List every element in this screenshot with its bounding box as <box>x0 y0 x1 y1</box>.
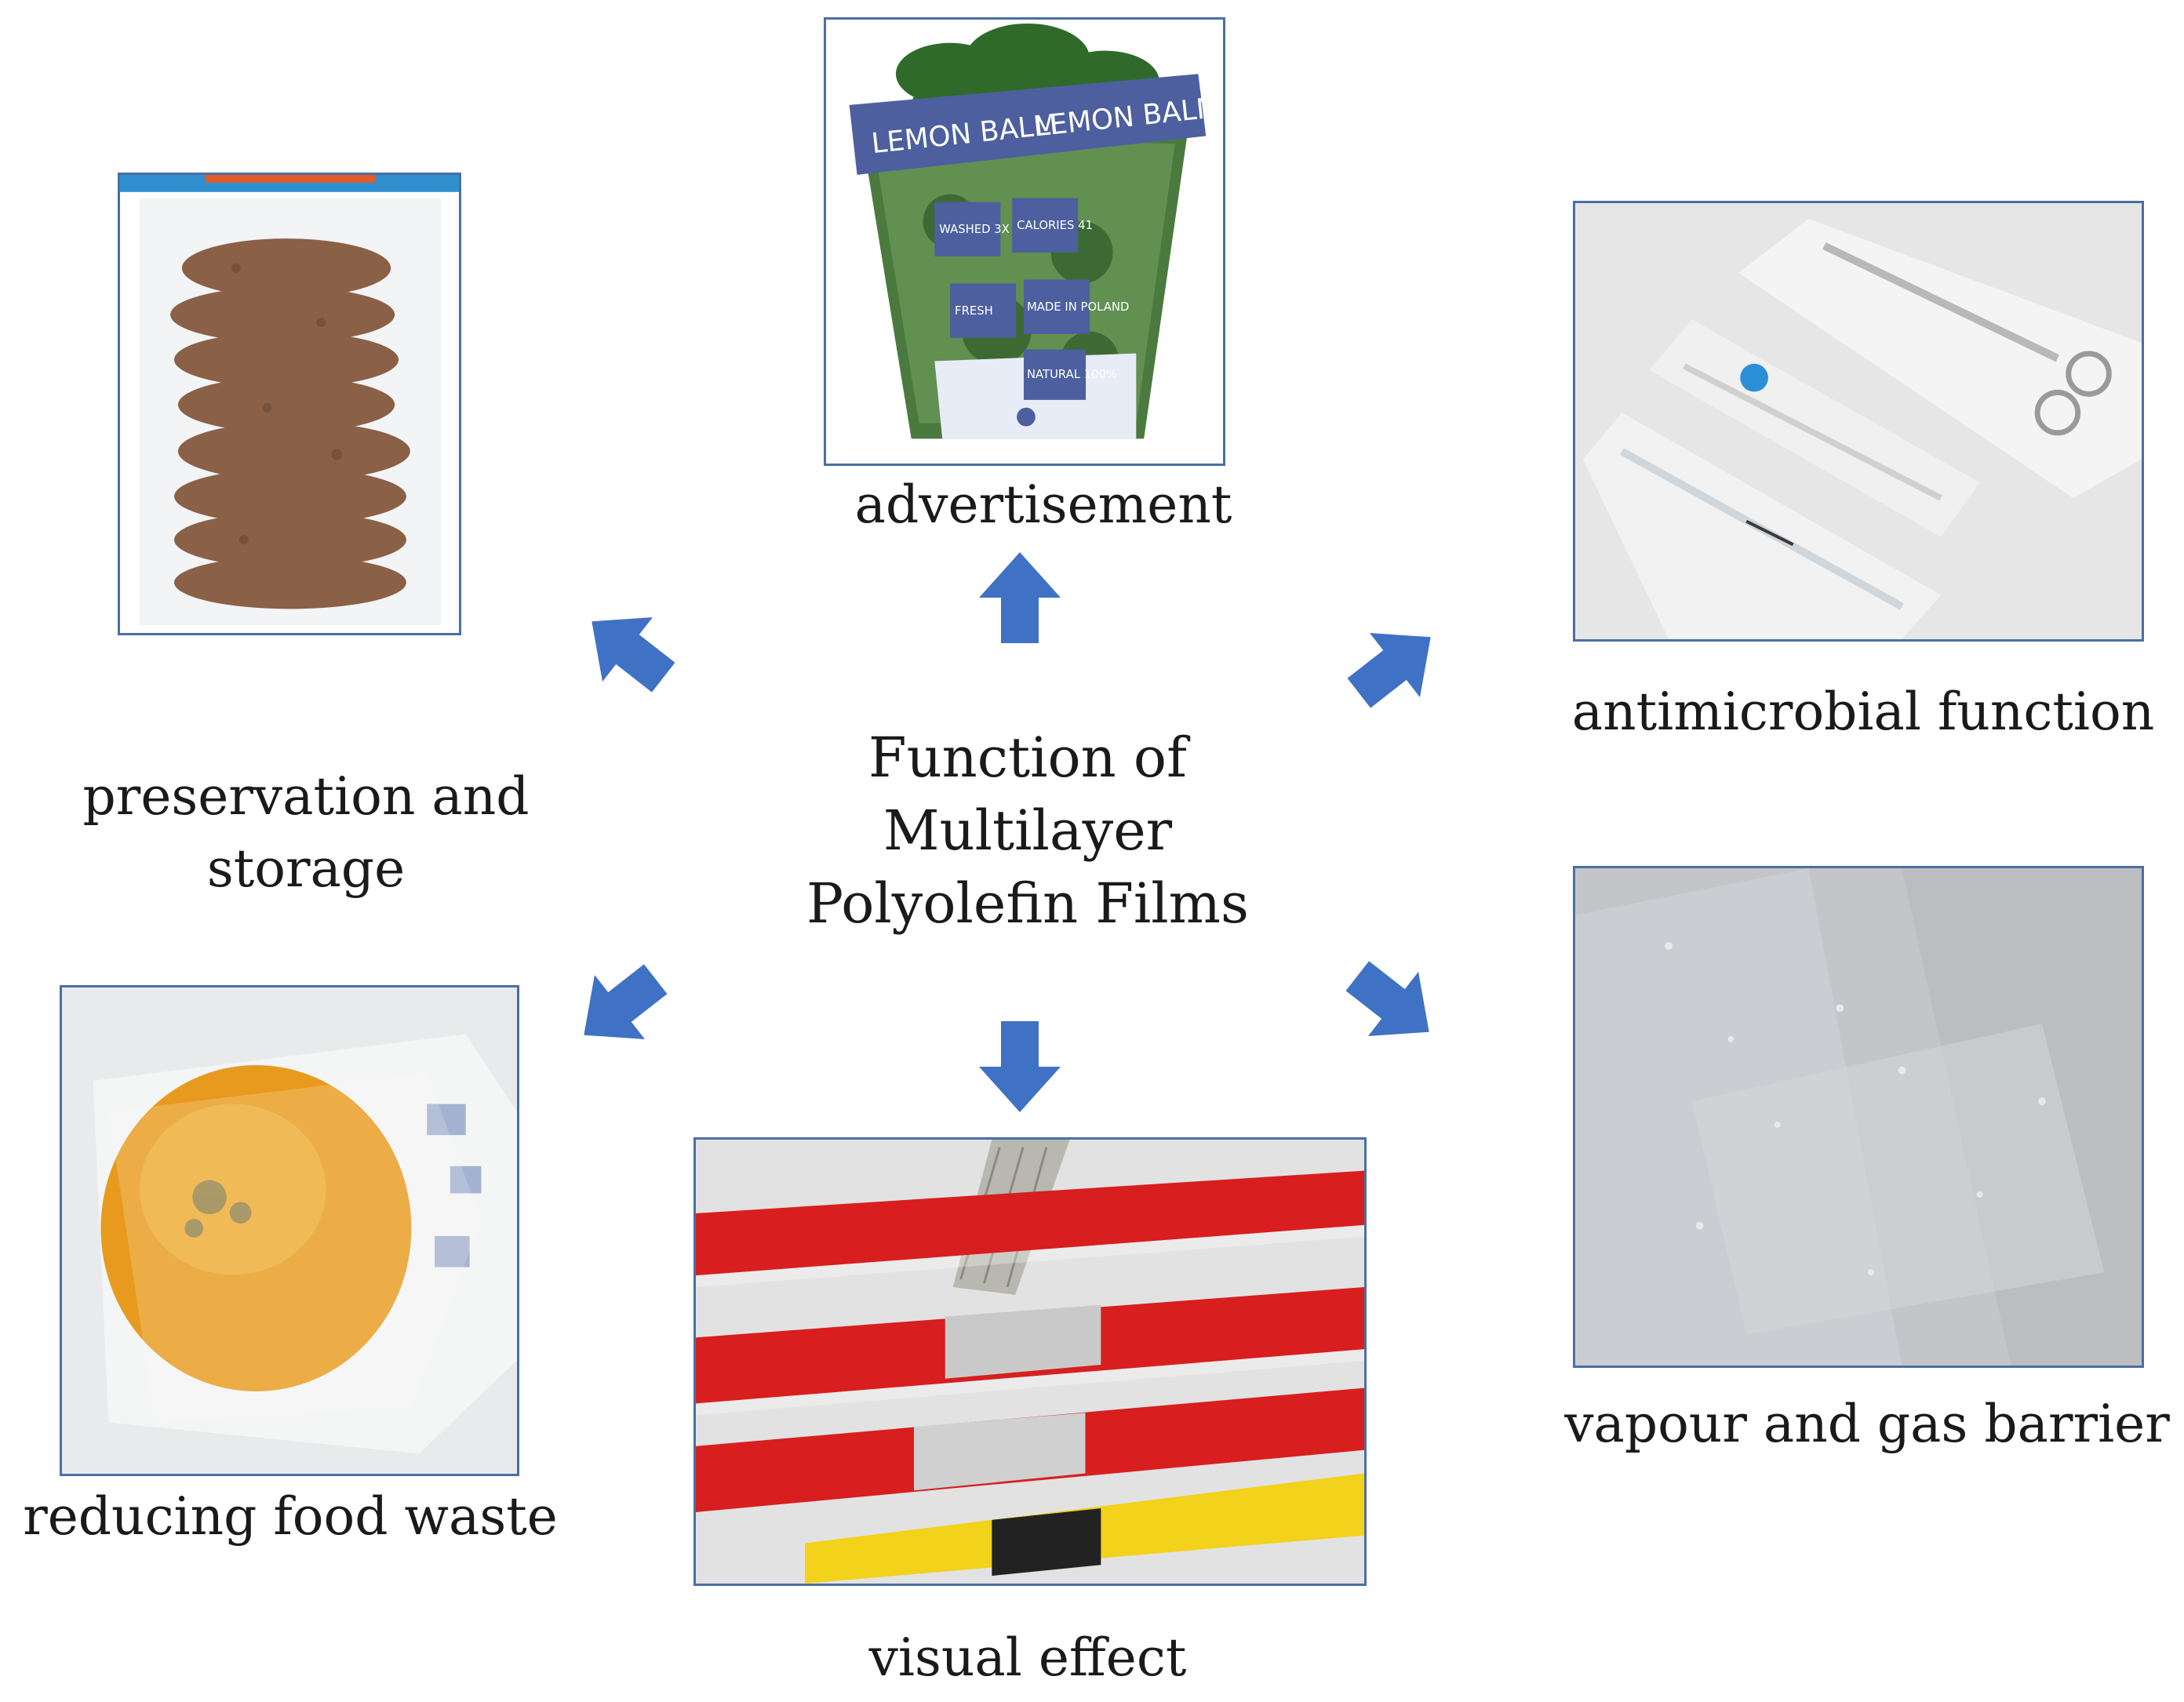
label-visual-effect: visual effect <box>868 1627 1187 1688</box>
arrow-up <box>979 552 1061 643</box>
label-advertisement: advertisement <box>854 475 1232 535</box>
arrow-down-left <box>559 947 681 1067</box>
panel-text-4: MADE IN POLAND <box>1027 300 1129 314</box>
arrow-down <box>979 1021 1061 1112</box>
panel-text-5: NATURAL 100% <box>1027 368 1117 381</box>
arrow-up-left <box>566 589 689 710</box>
panel-text-3: FRESH <box>955 304 993 318</box>
photo-barrier-film <box>1573 866 2144 1368</box>
label-preservation-line-1: preservation and <box>82 766 530 827</box>
arrow-up-right <box>1334 605 1456 726</box>
photo-printing-rollers <box>693 1137 1367 1586</box>
panel-text-1: WASHED 3X <box>939 223 1010 236</box>
label-food-waste: reducing food waste <box>23 1486 558 1547</box>
title-line-1: Function of <box>868 726 1187 790</box>
panel-text-2: CALORIES 41 <box>1017 219 1093 232</box>
label-antimicrobial: antimicrobial function <box>1571 682 2155 742</box>
label-preservation-line-2: storage <box>206 838 406 900</box>
photo-cookie-bag <box>118 173 461 635</box>
title-line-2: Multilayer <box>883 798 1173 864</box>
photo-herb-package: LEMON BALM LEMON BALM WASHED 3X CALORIES… <box>824 17 1225 466</box>
photo-medical-packs <box>1573 201 2144 642</box>
diagram-title: Function of Multilayer Polyolefin Films <box>753 722 1302 940</box>
arrow-down-right <box>1332 944 1454 1064</box>
title-line-3: Polyolefin Films <box>806 871 1249 936</box>
label-preservation: preservation and storage <box>55 761 557 906</box>
label-barrier: vapour and gas barrier <box>1564 1394 2170 1454</box>
photo-wrapped-orange <box>60 985 519 1476</box>
